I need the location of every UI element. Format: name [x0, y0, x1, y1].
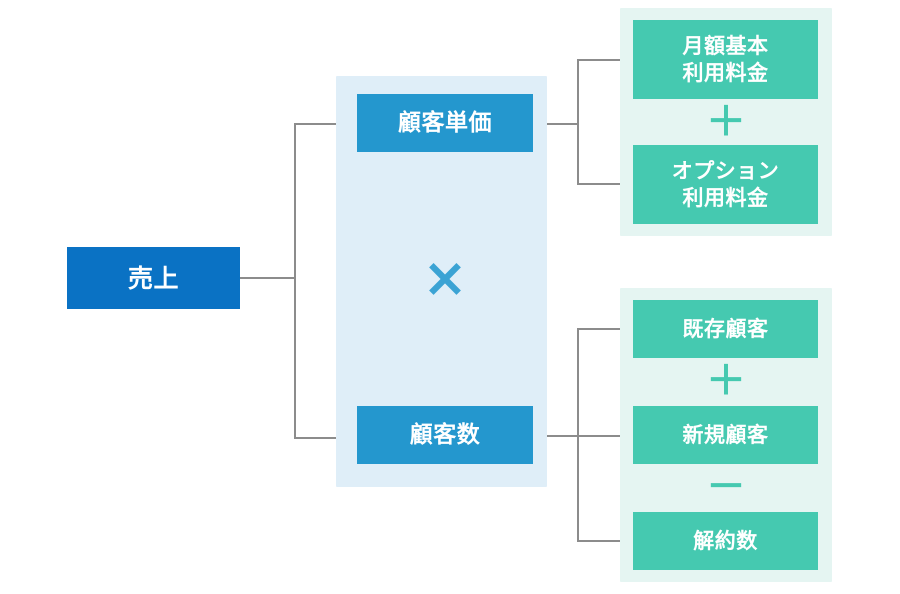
plus-operator-icon-unit-price: ＋ [685, 102, 767, 142]
plus-symbol-customers: ＋ [706, 358, 746, 404]
node-existing-customers-label: 既存顧客 [682, 316, 769, 341]
minus-operator-icon-customers: － [685, 467, 767, 507]
connector-customers-to-new [577, 435, 635, 437]
node-monthly-base-fee-line2: 利用料金 [682, 60, 769, 85]
node-monthly-base-fee-line1: 月額基本 [682, 34, 769, 59]
connector-customers-to-churn [577, 540, 635, 542]
node-revenue[interactable]: 売上 [67, 247, 240, 309]
connector-root-vertical [294, 123, 296, 439]
multiply-symbol: × [422, 246, 468, 309]
node-option-fee-line2: 利用料金 [682, 185, 769, 210]
node-monthly-base-fee[interactable]: 月額基本 利用料金 [633, 20, 818, 99]
node-unit-price[interactable]: 顧客単価 [357, 94, 533, 152]
connector-root-to-customers [294, 437, 356, 439]
node-churned-customers-label: 解約数 [693, 528, 758, 553]
multiply-operator-icon: × [405, 248, 485, 308]
node-new-customers-label: 新規顧客 [682, 422, 769, 447]
connector-customers-vertical [577, 328, 579, 541]
node-revenue-label: 売上 [127, 263, 179, 293]
connector-customers-to-existing [577, 328, 635, 330]
node-unit-price-label: 顧客単価 [398, 109, 492, 136]
connector-unitprice-stub [533, 123, 579, 125]
node-option-fee[interactable]: オプション 利用料金 [633, 145, 818, 224]
node-option-fee-line1: オプション [671, 159, 780, 184]
node-customer-count[interactable]: 顧客数 [357, 406, 533, 464]
connector-root-to-unitprice [294, 123, 356, 125]
connector-customers-stub [533, 435, 579, 437]
plus-operator-icon-customers: ＋ [685, 361, 767, 401]
node-new-customers[interactable]: 新規顧客 [633, 406, 818, 464]
node-churned-customers[interactable]: 解約数 [633, 512, 818, 570]
connector-unitprice-to-monthly [577, 59, 635, 61]
connector-unitprice-vertical [577, 59, 579, 185]
node-existing-customers[interactable]: 既存顧客 [633, 300, 818, 358]
node-monthly-base-fee-label: 月額基本 利用料金 [683, 33, 769, 85]
minus-symbol-customers: － [706, 464, 746, 510]
plus-symbol-unit-price: ＋ [706, 99, 746, 145]
connector-root-stub [240, 277, 296, 279]
node-customer-count-label: 顧客数 [409, 421, 481, 448]
node-option-fee-label: オプション 利用料金 [672, 158, 780, 210]
connector-unitprice-to-option [577, 183, 635, 185]
